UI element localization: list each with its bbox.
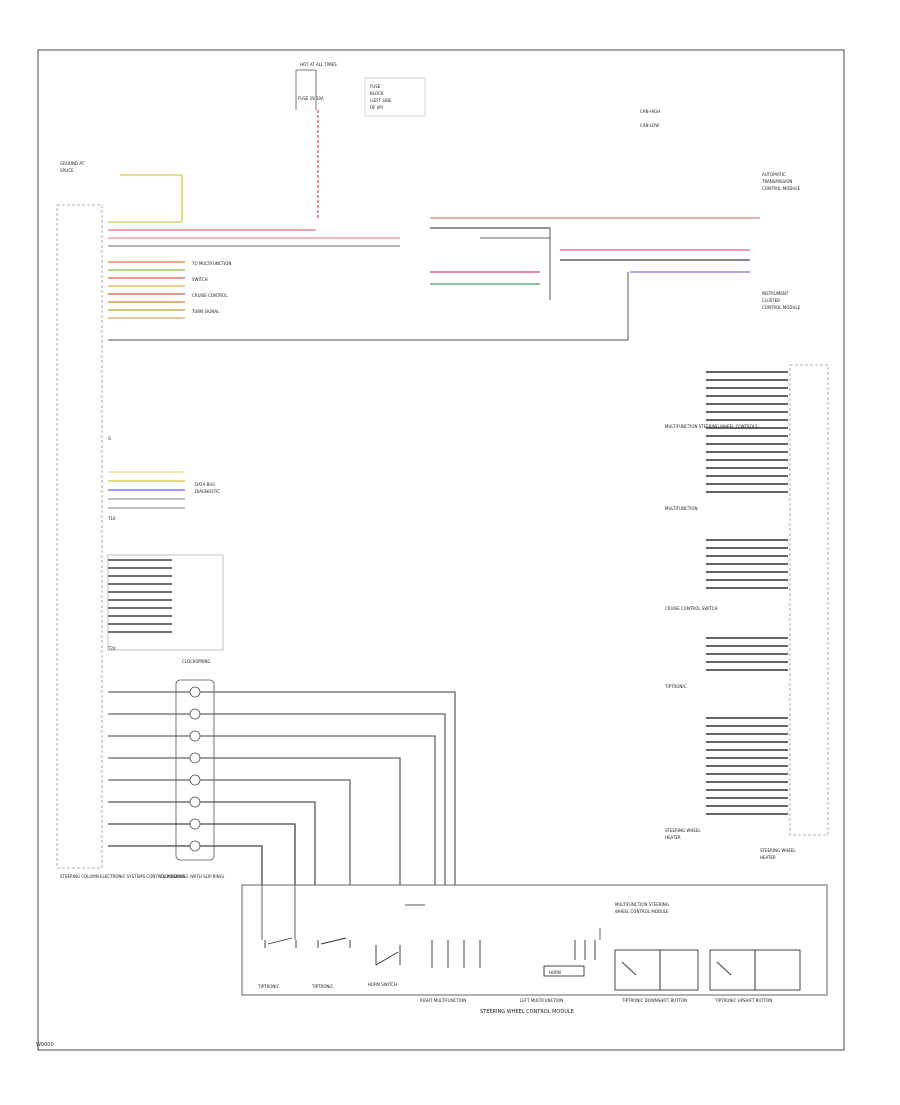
svg-text:STEERING WHEEL: STEERING WHEEL: [760, 848, 796, 853]
clockspring-label: CLOCKSPRING: [182, 659, 210, 664]
ctrl-module-caption: STEERING WHEEL CONTROL MODULE: [480, 1009, 574, 1015]
svg-text:GROUND AT: GROUND AT: [60, 161, 85, 166]
clock-caption: CLOCKSPRING (WITH SLIP RING): [160, 874, 225, 879]
svg-text:MULTIFUNCTION STEERING: MULTIFUNCTION STEERING: [615, 902, 669, 907]
module-pins: TO MULTIFUNCTION SWITCH CRUISE CONTROL T…: [108, 261, 231, 509]
svg-text:SPLICE: SPLICE: [60, 168, 74, 173]
right-control-module: AUTOMATIC TRANSMISSION CONTROL MODULE IN…: [664, 172, 829, 860]
legend-can-low: CAN-LOW: [640, 123, 659, 128]
svg-text:STEERING WHEEL: STEERING WHEEL: [665, 828, 701, 833]
svg-text:HEATER: HEATER: [760, 855, 776, 860]
svg-text:TRANSMISSION: TRANSMISSION: [761, 179, 792, 184]
svg-text:MULTIFUNCTION: MULTIFUNCTION: [665, 506, 697, 511]
svg-text:CONTROL MODULE: CONTROL MODULE: [762, 186, 801, 191]
svg-text:TIPTRONIC: TIPTRONIC: [257, 984, 280, 989]
svg-text:BLOCK: BLOCK: [370, 91, 384, 96]
left-module-caption: STEERING COLUMN ELECTRONIC SYSTEMS CONTR…: [60, 874, 185, 879]
horn-label: HORN SWITCH: [368, 982, 397, 987]
svg-text:HEATER: HEATER: [665, 835, 681, 840]
tip-left-label: TIPTRONIC DOWNSHIFT BUTTON: [621, 998, 687, 1003]
svg-text:AUTOMATIC: AUTOMATIC: [762, 172, 786, 177]
lower-harness: [107, 554, 224, 651]
svg-text:LEFT MULTIFUNCTION: LEFT MULTIFUNCTION: [520, 998, 563, 1003]
ground-left: G: [108, 436, 111, 441]
svg-text:T16: T16: [107, 516, 116, 521]
legend-can-high: CAN-HIGH: [640, 109, 660, 114]
svg-text:T20: T20: [107, 646, 116, 651]
cruise-label: CRUISE CONTROL SWITCH: [665, 606, 718, 611]
right-ctrl-label: MULTIFUNCTION STEERING WHEEL CONTROLS: [665, 424, 758, 429]
svg-text:TURN SIGNAL: TURN SIGNAL: [191, 309, 220, 314]
reference-code: W0000: [36, 1042, 54, 1048]
legend: CAN-HIGH CAN-LOW: [640, 109, 660, 128]
svg-text:TIPTRONIC: TIPTRONIC: [311, 984, 334, 989]
clockspring: CLOCKSPRING CLOCKSPRING (WITH SLIP RING): [160, 659, 225, 879]
svg-text:OF I/P): OF I/P): [370, 105, 384, 110]
bottom-feeds: [261, 885, 601, 940]
left-control-module: STEERING COLUMN ELECTRONIC SYSTEMS CONTR…: [56, 204, 185, 879]
svg-text:TO MULTIFUNCTION: TO MULTIFUNCTION: [191, 261, 231, 266]
svg-text:TIPTRONIC: TIPTRONIC: [664, 684, 687, 689]
svg-text:INSTRUMENT: INSTRUMENT: [762, 291, 789, 296]
tip-right-label: TIPTRONIC UPSHIFT BUTTON: [714, 998, 772, 1003]
svg-text:CLUSTER: CLUSTER: [762, 298, 780, 303]
right-pins: [706, 371, 788, 815]
svg-text:RIGHT MULTIFUNCTION: RIGHT MULTIFUNCTION: [420, 998, 466, 1003]
svg-text:HORN: HORN: [549, 970, 561, 975]
svg-text:DATA BUS: DATA BUS: [195, 482, 215, 487]
svg-text:(LEFT SIDE: (LEFT SIDE: [370, 98, 392, 103]
svg-text:WHEEL CONTROL MODULE: WHEEL CONTROL MODULE: [615, 909, 669, 914]
hot-label: HOT AT ALL TIMES: [300, 62, 337, 67]
svg-text:DIAGNOSTIC: DIAGNOSTIC: [195, 489, 220, 494]
power-feed: HOT AT ALL TIMES FUSE 29 10A FUSE BLOCK …: [295, 62, 426, 220]
svg-text:SWITCH: SWITCH: [192, 277, 208, 282]
svg-text:CONTROL MODULE: CONTROL MODULE: [762, 305, 801, 310]
svg-text:CRUISE CONTROL: CRUISE CONTROL: [192, 293, 228, 298]
outer-frame: [37, 49, 845, 1051]
switches: TIPTRONIC TIPTRONIC HORN SWITCH RIGHT MU…: [257, 937, 801, 1003]
svg-text:FUSE: FUSE: [370, 84, 381, 89]
fuse-label: FUSE 29 10A: [298, 96, 324, 101]
upper-wires: [108, 217, 760, 341]
